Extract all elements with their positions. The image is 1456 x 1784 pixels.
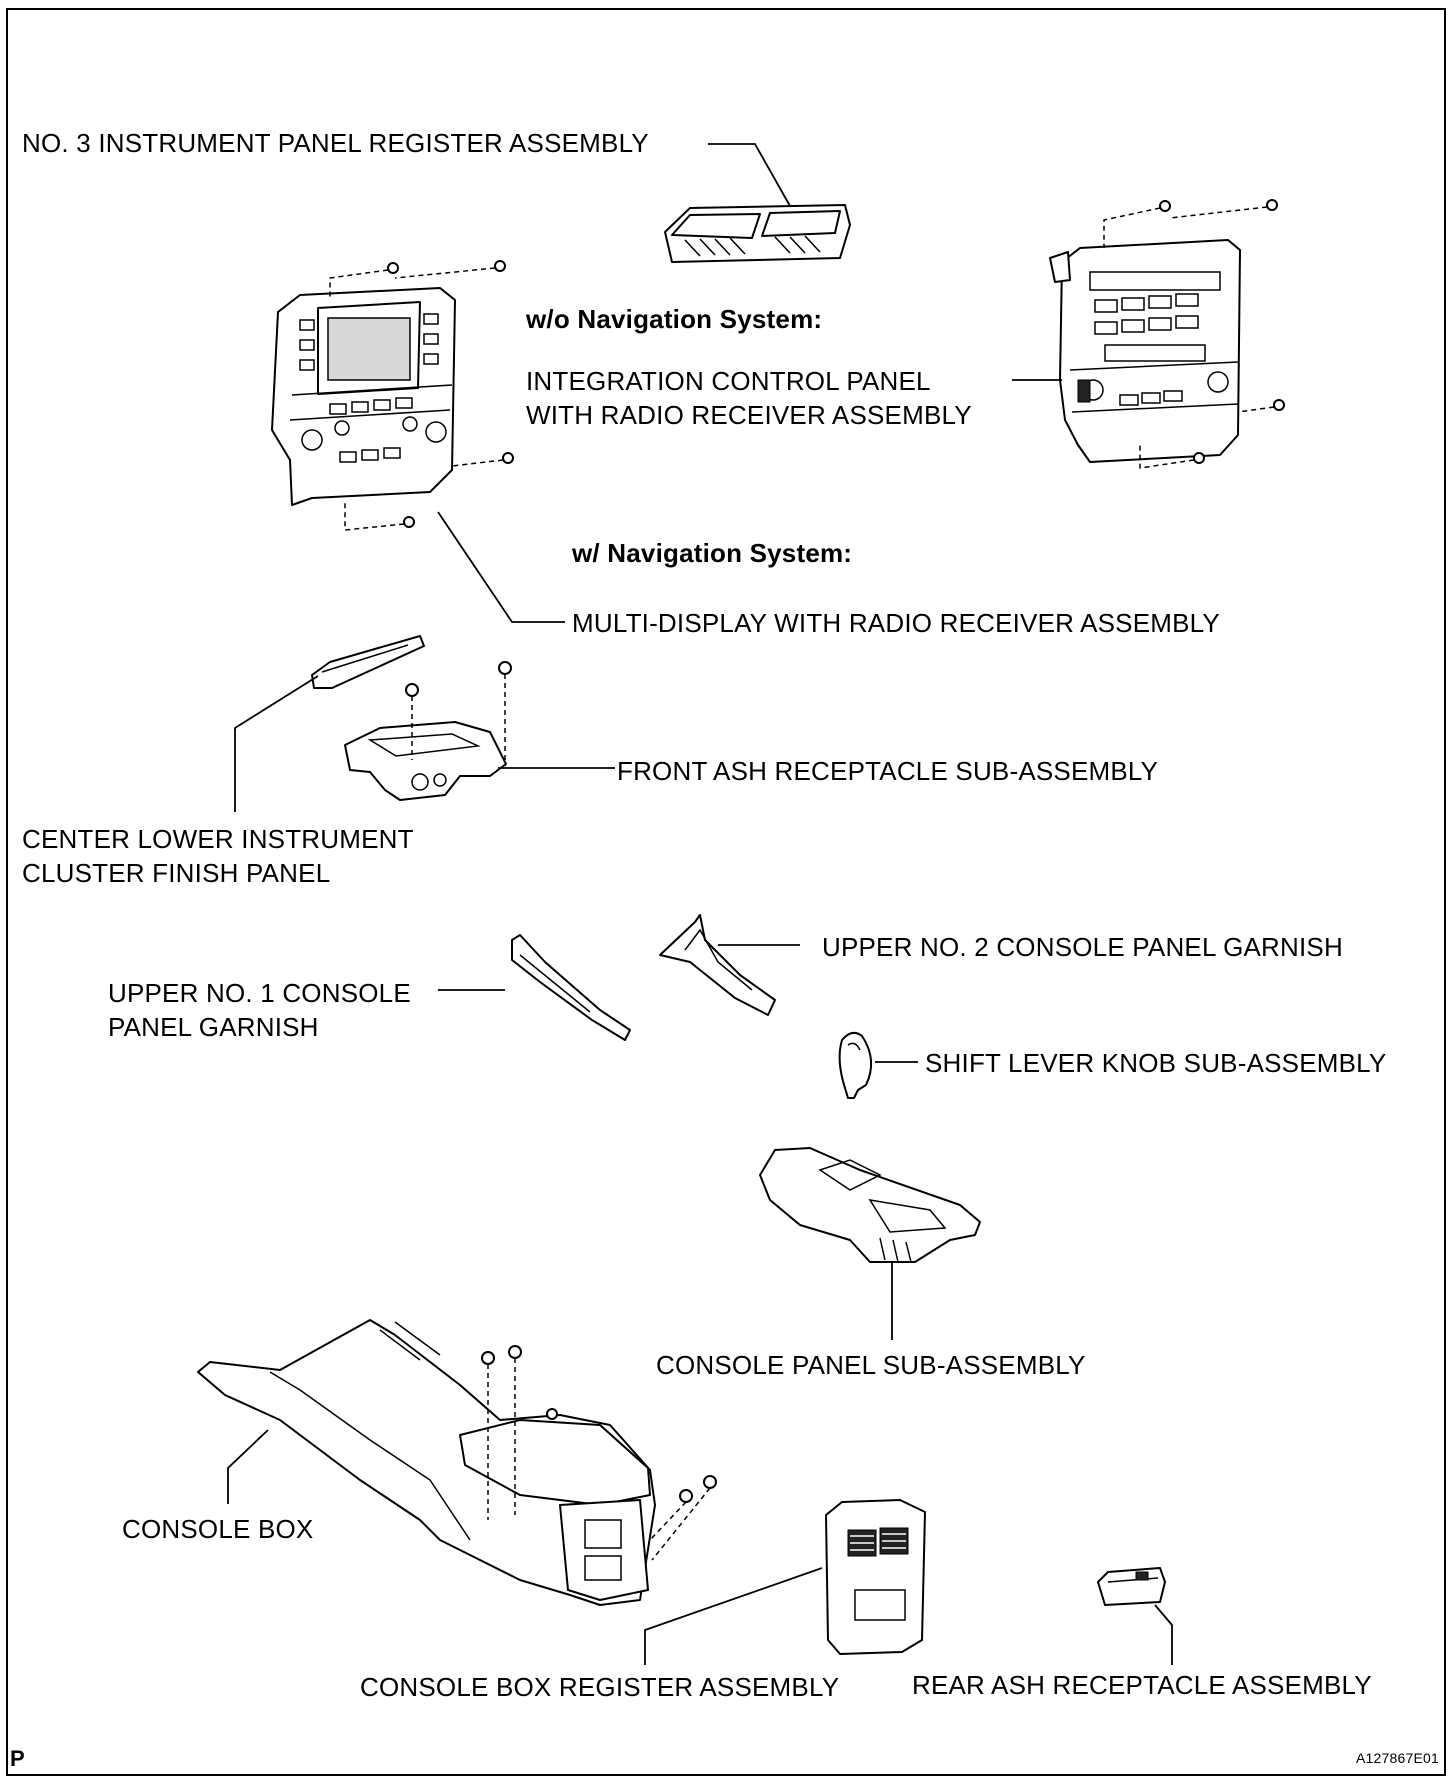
console-box-part <box>197 1319 717 1606</box>
label-upper-no2: UPPER NO. 2 CONSOLE PANEL GARNISH <box>822 932 1343 962</box>
figure-code: A127867E01 <box>1356 1750 1439 1766</box>
leader-multi-display <box>437 511 565 623</box>
upper-no2-garnish-part <box>659 914 776 1016</box>
multi-display-screws <box>329 260 514 531</box>
console-box-register-part <box>825 1499 926 1655</box>
leader-console-box <box>227 1429 269 1504</box>
label-shift-knob: SHIFT LEVER KNOB SUB-ASSEMBLY <box>925 1048 1387 1078</box>
label-integration-line2: WITH RADIO RECEIVER ASSEMBLY <box>526 400 972 430</box>
no3-register-part <box>664 204 851 263</box>
shift-knob-part <box>838 1031 873 1099</box>
label-w-nav: w/ Navigation System: <box>572 538 853 568</box>
leader-center-lower-panel <box>234 675 319 812</box>
upper-no1-garnish-part <box>511 934 631 1041</box>
label-console-box: CONSOLE BOX <box>122 1514 314 1544</box>
rear-ash-receptacle-part <box>1097 1567 1166 1606</box>
label-rear-ash: REAR ASH RECEPTACLE ASSEMBLY <box>912 1670 1372 1700</box>
label-multi-display: MULTI-DISPLAY WITH RADIO RECEIVER ASSEMB… <box>572 608 1220 638</box>
multi-display-part <box>271 287 456 506</box>
page-mark: P <box>10 1746 25 1771</box>
label-integration-line1: INTEGRATION CONTROL PANEL <box>526 366 931 396</box>
front-ash-receptacle-part <box>344 661 512 801</box>
label-center-lower-line1: CENTER LOWER INSTRUMENT <box>22 824 414 854</box>
center-lower-finish-panel-part <box>311 635 425 689</box>
integration-panel-screws <box>1103 199 1285 469</box>
label-register-no3: NO. 3 INSTRUMENT PANEL REGISTER ASSEMBLY <box>22 128 649 158</box>
console-panel-part <box>759 1147 981 1263</box>
label-upper-no1-line2: PANEL GARNISH <box>108 1012 319 1042</box>
label-wo-nav: w/o Navigation System: <box>526 304 823 334</box>
leader-register-no3 <box>708 143 791 207</box>
label-console-box-register: CONSOLE BOX REGISTER ASSEMBLY <box>360 1672 840 1702</box>
label-center-lower-line2: CLUSTER FINISH PANEL <box>22 858 331 888</box>
leader-console-box-register <box>644 1567 823 1665</box>
label-console-panel: CONSOLE PANEL SUB-ASSEMBLY <box>656 1350 1086 1380</box>
label-upper-no1-line1: UPPER NO. 1 CONSOLE <box>108 978 411 1008</box>
leader-rear-ash <box>1154 1604 1173 1665</box>
label-front-ash: FRONT ASH RECEPTACLE SUB-ASSEMBLY <box>617 756 1159 786</box>
integration-panel-part <box>1049 239 1241 463</box>
